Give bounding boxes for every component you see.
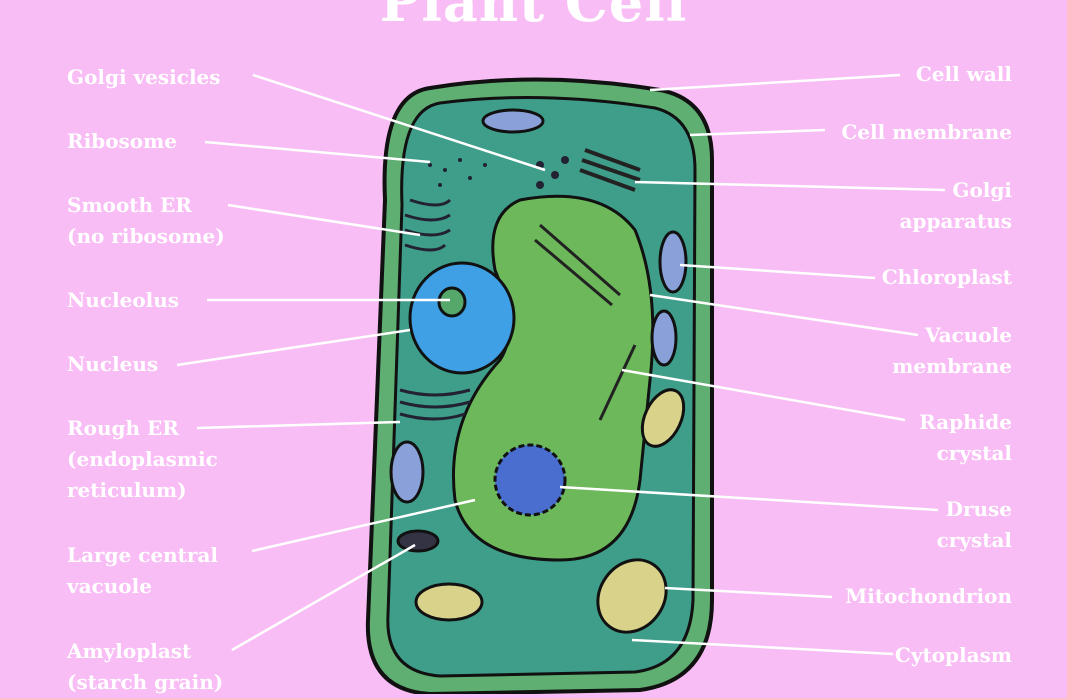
nucleolus	[437, 286, 467, 318]
raphide-crystal	[534, 223, 637, 421]
chloroplast	[389, 440, 425, 504]
label-nucleolus: Nucleolus	[67, 285, 179, 316]
er	[399, 198, 471, 421]
label-line: Rough ER	[67, 416, 179, 440]
label-line: Golgi vesicles	[67, 65, 221, 89]
mitochondrion	[596, 558, 668, 634]
label-golgi-vesicles: Golgi vesicles	[67, 62, 221, 93]
label-rough-er: Rough ER (endoplasmic reticulum)	[67, 413, 218, 506]
label-line: Raphide	[919, 410, 1012, 434]
label-line: Chloroplast	[881, 265, 1012, 289]
label-smooth-er: Smooth ER (no ribosome)	[67, 190, 225, 252]
chloroplast	[481, 108, 545, 134]
amyloplast	[396, 529, 440, 553]
mitochondrion	[640, 388, 686, 448]
label-line: Golgi	[952, 178, 1012, 202]
leader-lines	[176, 73, 946, 656]
label-line: (no ribosome)	[67, 224, 225, 248]
nucleus	[408, 261, 516, 375]
label-mitochondrion: Mitochondrion	[845, 581, 1012, 612]
mitochondrion	[414, 582, 484, 622]
label-line: Nucleolus	[67, 288, 180, 312]
label-line: Cell membrane	[841, 120, 1012, 144]
label-large-central: Large central vacuole	[67, 540, 218, 602]
label-line: Ribosome	[67, 129, 178, 153]
label-line: Large central	[67, 543, 219, 567]
label-line: apparatus	[899, 209, 1012, 233]
label-chloroplast: Chloroplast	[882, 262, 1012, 293]
label-line: Vacuole	[924, 323, 1012, 347]
label-line: Cytoplasm	[894, 643, 1012, 667]
label-line: Mitochondrion	[845, 584, 1012, 608]
label-cytoplasm: Cytoplasm	[895, 640, 1012, 671]
label-line: Druse	[945, 497, 1012, 521]
label-druse: Druse crystal	[937, 494, 1012, 556]
label-line: Nucleus	[67, 352, 159, 376]
label-cell-membrane: Cell membrane	[841, 117, 1012, 148]
label-line: crystal	[936, 441, 1012, 465]
label-vacuole: Vacuole membrane	[892, 320, 1012, 382]
label-line: Amyloplast	[67, 639, 192, 663]
label-line: crystal	[936, 528, 1012, 552]
label-ribosome: Ribosome	[67, 126, 177, 157]
label-line: vacuole	[67, 574, 152, 598]
label-line: Smooth ER	[67, 193, 192, 217]
golgi-apparatus	[579, 148, 641, 192]
druse-crystal	[493, 443, 567, 517]
label-nucleus: Nucleus	[67, 349, 158, 380]
label-golgi: Golgi apparatus	[900, 175, 1012, 237]
label-amyloplast: Amyloplast (starch grain)	[67, 636, 223, 698]
label-cell-wall: Cell wall	[916, 59, 1012, 90]
label-line: Cell wall	[915, 62, 1012, 86]
chloroplast	[650, 309, 678, 367]
label-line: (endoplasmic	[67, 447, 218, 471]
page-title: Plant Cell	[379, 0, 688, 34]
label-line: (starch grain)	[67, 670, 224, 694]
label-raphide: Raphide crystal	[919, 407, 1012, 469]
label-line: reticulum)	[67, 478, 187, 502]
chloroplast	[658, 230, 688, 294]
label-line: membrane	[892, 354, 1012, 378]
